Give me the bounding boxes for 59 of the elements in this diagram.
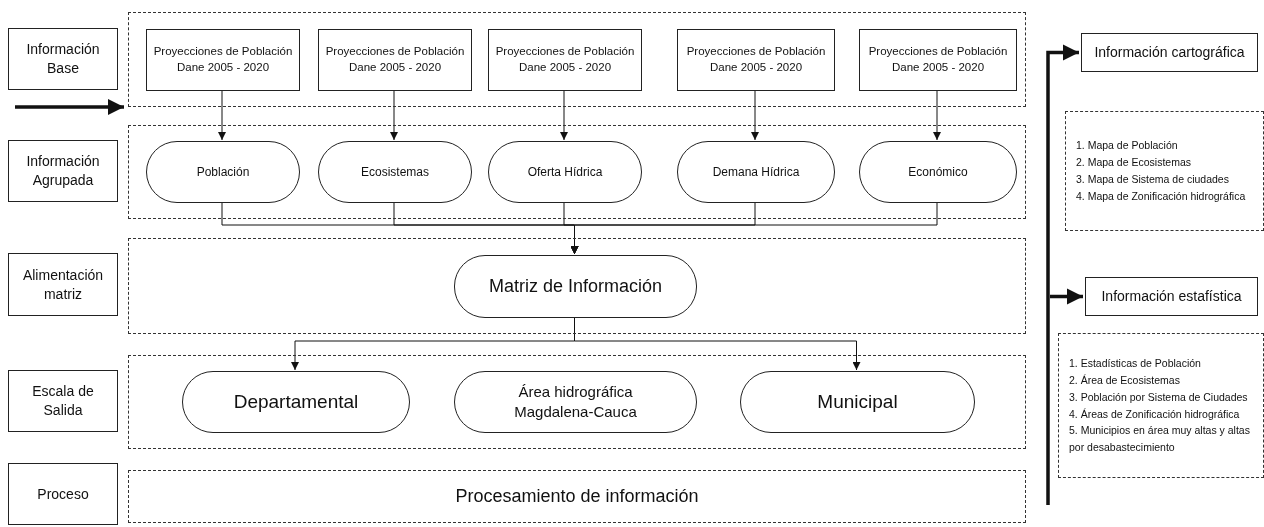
dashed-group-frame	[128, 238, 1026, 334]
node-label: Información estafística	[1100, 287, 1243, 306]
dashed-group-frame	[128, 12, 1026, 107]
arrow	[560, 89, 568, 141]
process-box	[146, 29, 300, 91]
dashed-list-box	[1058, 333, 1264, 478]
arrow	[933, 89, 941, 141]
arrow	[390, 89, 398, 141]
list-item-text: 4. Áreas de Zonificación hidrográfica	[1069, 406, 1240, 422]
node-label: Económico	[907, 163, 969, 181]
stage-label-box	[8, 253, 118, 316]
node-label: Información cartográfica	[1093, 43, 1246, 62]
arrow	[218, 89, 226, 141]
arrow	[15, 99, 124, 115]
node-label: Procesamiento de información	[454, 485, 700, 509]
node-label: Proyecciones de Población Dane 2005 - 2020	[494, 44, 636, 75]
stage-label-box	[8, 28, 118, 90]
node-label: Departamental	[232, 390, 360, 415]
list-item-text: 5. Municipios en área muy altas y altas por desabastecimiento	[1069, 423, 1251, 456]
output-box	[1081, 33, 1258, 72]
list-item-text: 2. Área de Ecosistemas	[1069, 372, 1180, 388]
node-label: Alimentación matriz	[21, 265, 105, 304]
process-box	[677, 29, 835, 91]
node-label: Matriz de Información	[487, 275, 664, 299]
node-label: Información Base	[25, 40, 101, 78]
node-label: Municipal	[816, 390, 899, 415]
list-item-text: 3. Mapa de Sistema de ciudades	[1076, 172, 1229, 187]
dashed-group-frame	[128, 125, 1026, 219]
list-item-text: 3. Población por Sistema de Ciudades	[1069, 389, 1248, 405]
node-label: Área hidrográfica Magdalena-Cauca	[513, 381, 638, 422]
arrow	[1050, 288, 1083, 305]
dashed-process-band	[128, 470, 1026, 523]
list-item-text: 1. Estadísticas de Población	[1069, 356, 1201, 372]
list-item-text: 1. Mapa de Población	[1076, 138, 1178, 154]
process-box	[859, 29, 1017, 91]
dashed-list-box	[1065, 111, 1264, 231]
process-box	[488, 29, 642, 91]
node-label: Proyecciones de Población Dane 2005 - 2020	[685, 44, 827, 75]
stage-label-box	[8, 463, 118, 525]
node-label: Ecosistemas	[360, 163, 430, 181]
node-label: Proyecciones de Población Dane 2005 - 2020	[867, 44, 1009, 75]
node-label: Escala de Salida	[31, 382, 95, 420]
node-label: Información Agrupada	[25, 152, 101, 190]
arrow	[570, 201, 938, 255]
arrow	[751, 89, 759, 141]
dashed-group-frame	[128, 355, 1026, 449]
list-item-text: 2. Mapa de Ecosistemas	[1076, 155, 1191, 171]
stage-label-box	[8, 140, 118, 202]
arrow	[1046, 44, 1079, 505]
node-label: Proyecciones de Población Dane 2005 - 2020	[324, 44, 466, 75]
list-item-text: 4. Mapa de Zonificación hidrográfica	[1076, 188, 1246, 204]
output-box	[1085, 277, 1258, 316]
node-label: Demana Hídrica	[711, 163, 801, 181]
node-label: Proyecciones de Población Dane 2005 - 2020	[152, 44, 294, 75]
node-label: Población	[195, 163, 251, 181]
process-box	[318, 29, 472, 91]
node-label: Proceso	[36, 484, 90, 504]
node-label: Oferta Hídrica	[526, 163, 604, 181]
stage-label-box	[8, 370, 118, 432]
